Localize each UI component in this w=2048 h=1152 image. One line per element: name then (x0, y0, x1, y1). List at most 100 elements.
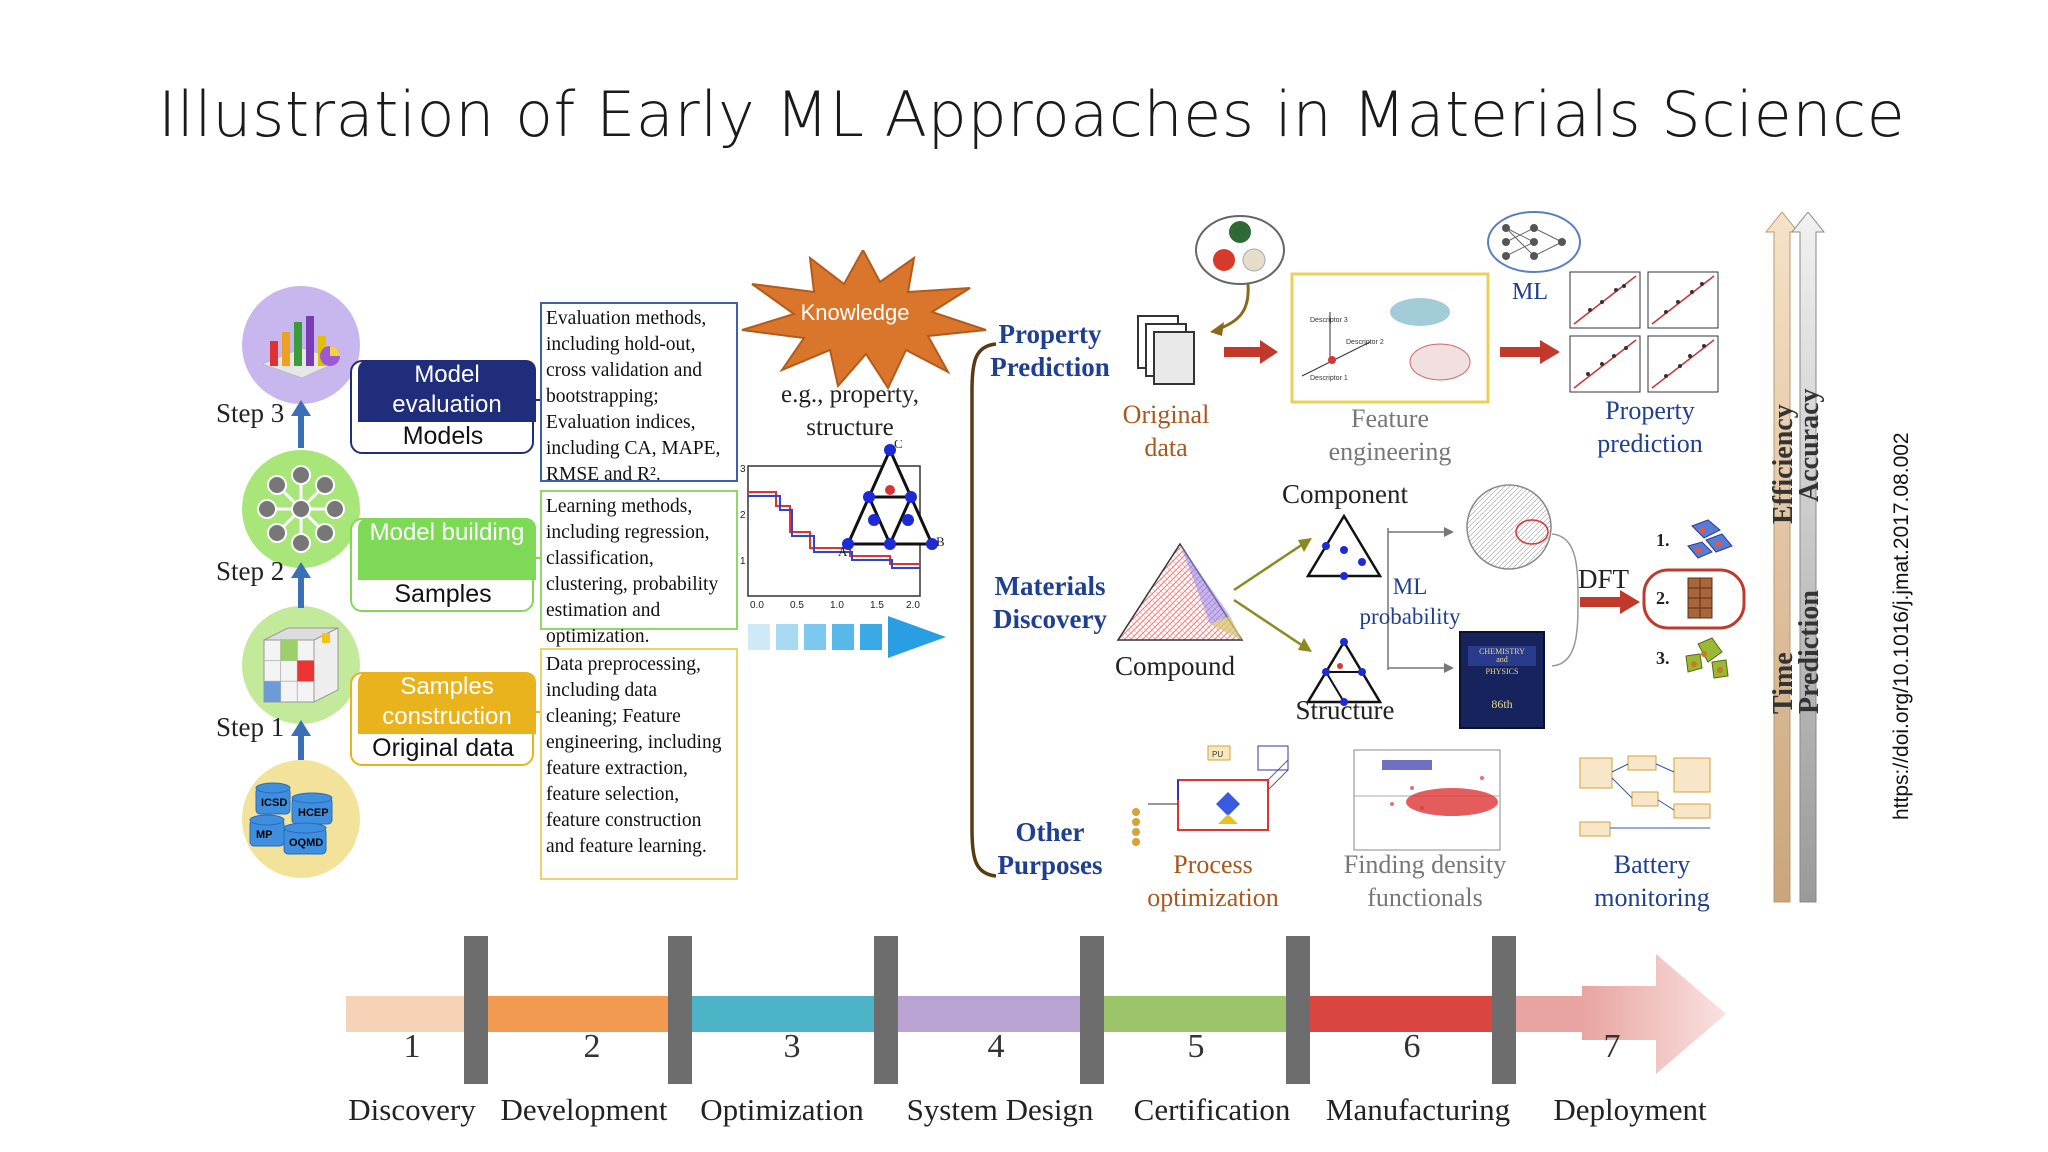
prediction-label: Prediction (1794, 590, 1825, 714)
data-cube-icon (263, 627, 339, 703)
slide-title: Illustration of Early ML Approaches in M… (158, 78, 1906, 151)
descriptor-label: Descriptor 3 (1310, 317, 1348, 324)
database-icon: ICSD HCEP MP OQMD (249, 782, 333, 855)
timeline-band (1092, 996, 1298, 1032)
arrow-right-icon (1580, 590, 1640, 614)
bar-chart-icon (260, 316, 344, 379)
documents-icon (1137, 315, 1195, 385)
evaluation-description: Evaluation methods, including hold-out, … (540, 302, 738, 485)
property-prediction-step: Property prediction (1597, 396, 1703, 458)
y-tick: 1 (740, 556, 746, 567)
dft-label: DFT (1578, 564, 1630, 594)
y-tick: 2 (740, 510, 746, 521)
step-1-label: Step 1 (216, 712, 285, 742)
samples-construction-head: Samples construction (358, 672, 536, 734)
db-label: HCEP (298, 807, 329, 819)
timeline-separator (668, 936, 692, 1084)
materials-discovery-label: Materials Discovery (993, 571, 1107, 634)
finding-density-functionals-label: Finding density functionals (1343, 850, 1507, 912)
ml-probability-label: ML probability (1359, 574, 1461, 629)
step-2-label: Step 2 (216, 556, 285, 586)
battery-monitoring-flowchart (1579, 755, 1711, 837)
process-optimization-label: Process optimization (1147, 850, 1279, 912)
parity-plots-grid (1569, 271, 1719, 393)
knowledge-star (741, 250, 987, 390)
chart-icon-circle (242, 286, 360, 404)
pu-label: PU (1212, 750, 1223, 759)
db-label: MP (256, 829, 273, 841)
handbook-title: and (1496, 655, 1508, 664)
network-icon (257, 465, 345, 553)
applications-bracket (970, 342, 997, 878)
timeline-band (476, 996, 680, 1032)
density-functional-plot (1353, 749, 1501, 851)
timeline-band (346, 996, 476, 1032)
learning-description: Learning methods, including regression, … (540, 490, 738, 647)
timeline-number: 5 (1187, 1028, 1205, 1065)
database-icon-circle: ICSD HCEP MP OQMD (242, 760, 360, 878)
models-label: Models (402, 422, 484, 450)
knowledge-label: Knowledge (800, 300, 910, 325)
timeline-stage-name: System Design (906, 1092, 1094, 1127)
structure-triangle (1305, 638, 1383, 706)
component-label: Component (1282, 479, 1408, 509)
db-label: OQMD (289, 837, 323, 849)
vertex-label: C (894, 440, 903, 451)
dft-bracket (1551, 533, 1579, 667)
feature-engineering-step: Feature engineering (1328, 404, 1452, 466)
structure-label: Structure (1295, 695, 1395, 725)
workflow-panel: ICSD HCEP MP OQMD Step 3 Step 2 Step 1 M… (200, 280, 760, 880)
compound-triangle (1116, 542, 1244, 641)
timeline-number: 4 (987, 1028, 1005, 1065)
timeline-number: 7 (1603, 1028, 1621, 1065)
x-tick: 2.0 (906, 600, 920, 610)
timeline-band (1504, 996, 1586, 1032)
db-label: ICSD (261, 797, 287, 809)
curved-arrow (1210, 283, 1250, 336)
y-tick: 3 (740, 464, 746, 475)
timeline-separator (1286, 936, 1310, 1084)
candidate-number: 2. (1656, 588, 1670, 608)
timeline-stage-name: Deployment (1553, 1092, 1707, 1127)
timeline-number: 1 (403, 1028, 421, 1065)
preprocessing-description: Data preprocessing, including data clean… (540, 648, 738, 880)
sphere-structure-icon (1466, 484, 1552, 570)
feature-engineering-panel: Descriptor 1 Descriptor 2 Descriptor 3 (1290, 272, 1490, 404)
handbook-title: CHEMISTRY (1479, 647, 1525, 656)
timeline-separator (1080, 936, 1104, 1084)
timeline-band (886, 996, 1092, 1032)
cube-icon-circle (242, 606, 360, 724)
efficiency-accuracy-arrows (1764, 212, 1826, 903)
neural-network-bubble (1487, 211, 1581, 273)
arrow-right-icon (1224, 340, 1278, 364)
battery-monitoring-label: Battery monitoring (1594, 850, 1710, 912)
data-clusters-bubble (1195, 215, 1285, 285)
timeline-separator (464, 936, 488, 1084)
timeline-number: 2 (583, 1028, 601, 1065)
timeline-band (1298, 996, 1504, 1032)
candidate-number: 1. (1656, 530, 1670, 550)
timeline-number: 6 (1403, 1028, 1421, 1065)
step-arrows (291, 400, 311, 760)
model-evaluation-head: Model evaluation (358, 360, 536, 422)
doi-citation: https://doi.org/10.1016/j.jmat.2017.08.0… (1890, 432, 1913, 820)
descriptor-label: Descriptor 2 (1346, 339, 1384, 346)
arrow-right-icon (1500, 340, 1560, 364)
property-prediction-label: Property Prediction (990, 319, 1110, 382)
vertex-label: A (838, 544, 848, 559)
timeline-stage-name: Certification (1133, 1092, 1291, 1127)
timeline-stage-name: Manufacturing (1325, 1092, 1511, 1127)
original-data-label: Original data (372, 734, 514, 762)
process-circuit-icon: PU (1132, 745, 1289, 846)
x-tick: 0.5 (790, 600, 804, 610)
candidate-structures (1642, 519, 1746, 679)
network-icon-circle (242, 450, 360, 568)
handbook-edition: 86th (1491, 697, 1512, 711)
other-purposes-label: Other Purposes (997, 817, 1103, 880)
descriptor-label: Descriptor 1 (1310, 375, 1348, 382)
step-3-label: Step 3 (216, 398, 285, 428)
candidate-number: 3. (1656, 648, 1670, 668)
timeline (346, 936, 1726, 1084)
timeline-band (680, 996, 886, 1032)
timeline-stage-name: Optimization (700, 1092, 864, 1127)
